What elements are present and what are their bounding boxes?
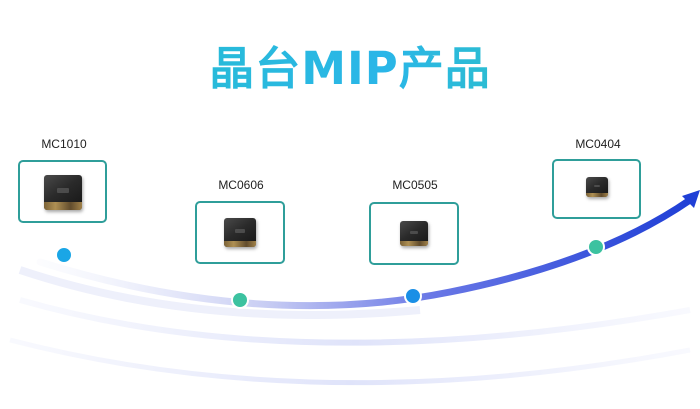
timeline-dot-mc0606 <box>231 291 249 309</box>
product-label-mc0404: MC0404 <box>575 137 621 151</box>
product-label-mc0505: MC0505 <box>392 178 438 192</box>
page-title: 晶台MIP产品 <box>0 32 700 97</box>
product-card-mc0505 <box>369 202 459 265</box>
product-label-mc1010: MC1010 <box>41 137 87 151</box>
arrow-head-icon <box>682 190 700 208</box>
timeline-dot-mc0404 <box>587 238 605 256</box>
product-card-mc0404 <box>552 159 641 219</box>
product-card-mc1010 <box>18 160 107 223</box>
faint-curve-2 <box>9 337 691 386</box>
timeline-dot-mc0505 <box>404 287 422 305</box>
timeline-dot-mc1010 <box>55 246 73 264</box>
chip-image <box>586 177 608 198</box>
product-card-mc0606 <box>195 201 285 264</box>
chip-image <box>44 175 82 210</box>
main-curve <box>36 196 694 310</box>
product-label-mc0606: MC0606 <box>218 178 264 192</box>
faint-curve-1 <box>19 297 691 346</box>
faint-curve-3 <box>18 266 421 319</box>
chip-image <box>224 218 256 247</box>
chip-image <box>400 221 428 246</box>
